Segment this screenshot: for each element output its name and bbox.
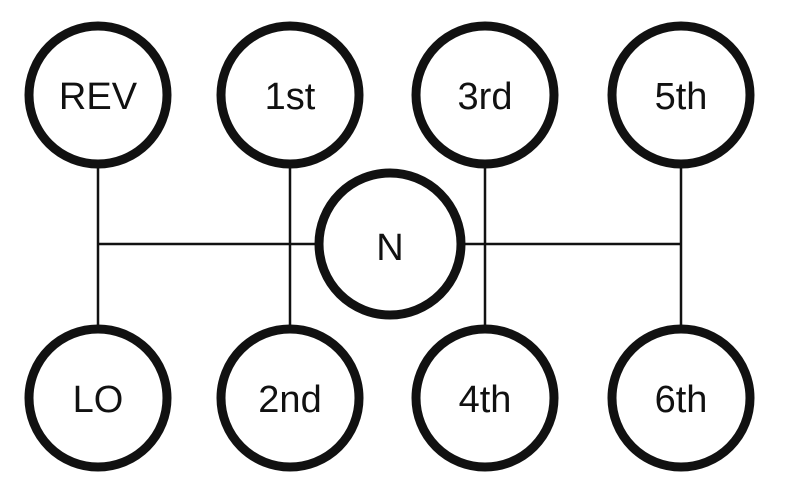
gear-4th-label: 4th bbox=[459, 379, 512, 421]
gear-lo-label: LO bbox=[73, 379, 124, 421]
gear-1st-ring bbox=[216, 21, 364, 169]
gear-neutral-label: N bbox=[376, 227, 403, 269]
gear-1st: 1st bbox=[216, 21, 364, 169]
gear-2nd-ring bbox=[216, 324, 364, 472]
gear-4th-ring bbox=[411, 324, 559, 472]
gear-neutral: N bbox=[314, 168, 466, 320]
gear-lo-ring bbox=[24, 324, 172, 472]
gear-6th-ring bbox=[607, 324, 755, 472]
gear-rev-ring bbox=[24, 21, 172, 169]
gear-5th-ring bbox=[607, 21, 755, 169]
gear-6th: 6th bbox=[607, 324, 755, 472]
gear-3rd-label: 3rd bbox=[458, 76, 513, 118]
gear-4th: 4th bbox=[411, 324, 559, 472]
gear-neutral-ring bbox=[314, 168, 466, 320]
gear-3rd-ring bbox=[411, 21, 559, 169]
gear-5th: 5th bbox=[607, 21, 755, 169]
gear-lo: LO bbox=[24, 324, 172, 472]
gear-3rd: 3rd bbox=[411, 21, 559, 169]
gear-2nd: 2nd bbox=[216, 324, 364, 472]
gear-1st-label: 1st bbox=[265, 76, 316, 118]
gear-rev: REV bbox=[24, 21, 172, 169]
gear-rev-label: REV bbox=[59, 76, 138, 118]
gear-2nd-label: 2nd bbox=[258, 379, 321, 421]
gear-6th-label: 6th bbox=[655, 379, 708, 421]
gear-5th-label: 5th bbox=[655, 76, 708, 118]
